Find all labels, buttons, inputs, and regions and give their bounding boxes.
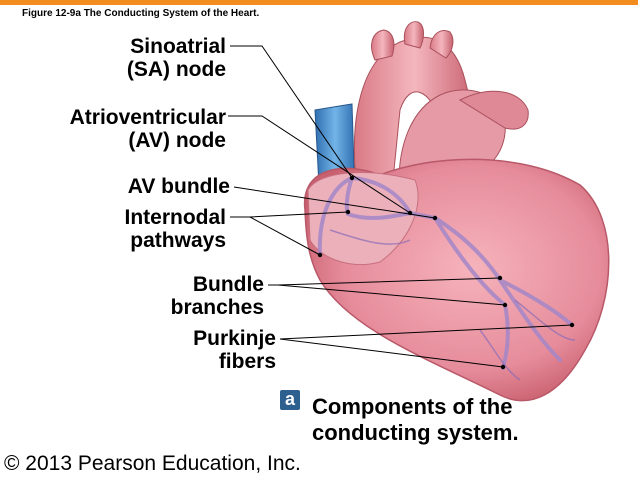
top-accent-bar bbox=[0, 0, 638, 5]
figure-title: Figure 12-9a The Conducting System of th… bbox=[22, 8, 260, 19]
callout-dot bbox=[497, 275, 503, 281]
aortic-branch bbox=[429, 30, 454, 59]
label-av-node: Atrioventricular(AV) node bbox=[69, 106, 226, 152]
leader-sa-node bbox=[230, 45, 353, 179]
internodal-pathway bbox=[317, 176, 354, 257]
leader-bundle-branches bbox=[277, 284, 506, 306]
copyright-notice: © 2013 Pearson Education, Inc. bbox=[4, 452, 301, 475]
leader-purkinje bbox=[279, 324, 573, 340]
label-sa-node: Sinoatrial(SA) node bbox=[126, 35, 226, 81]
callout-dot bbox=[317, 252, 323, 258]
leader-purkinje bbox=[279, 338, 504, 368]
callout-dot bbox=[345, 209, 351, 215]
callout-dot bbox=[432, 215, 438, 221]
aorta bbox=[353, 36, 476, 191]
callout-dot bbox=[502, 302, 508, 308]
callout-dot bbox=[407, 210, 413, 216]
aortic-branch bbox=[403, 21, 424, 49]
bundle-branch-left bbox=[433, 216, 502, 282]
leader-internodal bbox=[249, 216, 321, 256]
panel-badge: a bbox=[280, 390, 300, 410]
aortic-branch bbox=[371, 29, 395, 61]
leader-av-bundle bbox=[233, 186, 436, 219]
callout-dot bbox=[500, 364, 506, 370]
callout-dot bbox=[349, 175, 355, 181]
label-av-bundle: AV bundle bbox=[127, 175, 230, 198]
pulmonary-artery bbox=[458, 90, 529, 130]
purkinje-fibers bbox=[498, 278, 574, 327]
purkinje-fibers bbox=[501, 303, 510, 370]
internodal-pathway bbox=[350, 176, 412, 215]
bundle-branch-right bbox=[433, 216, 507, 307]
purkinje-fibers bbox=[498, 278, 562, 362]
callout-dot bbox=[569, 322, 575, 328]
leader-av-node bbox=[228, 115, 411, 214]
